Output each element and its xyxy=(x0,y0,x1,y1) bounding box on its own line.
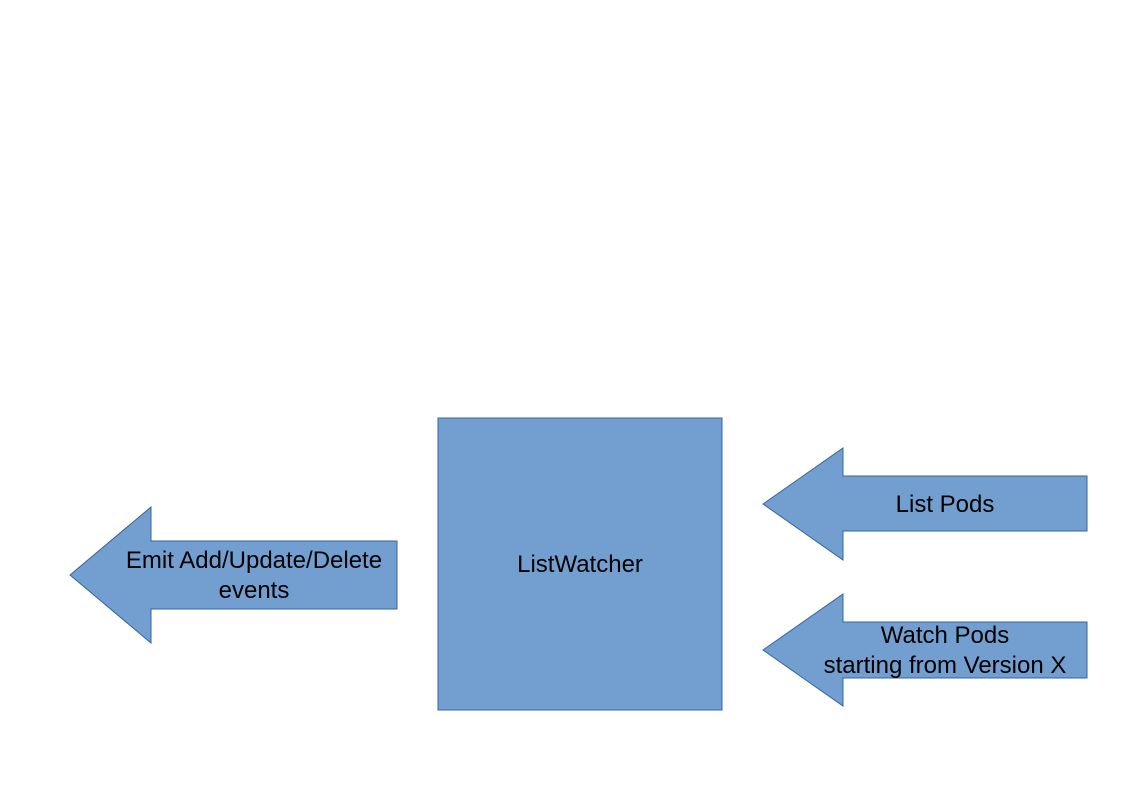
listwatcher-box-shape xyxy=(437,417,723,711)
emit-events-arrow-shape xyxy=(69,505,398,645)
list-pods-label: List Pods xyxy=(896,491,995,518)
watch-pods-arrow-shape xyxy=(762,593,1088,707)
listwatcher-box: ListWatcher xyxy=(437,417,723,711)
watch-pods-label-line1: Watch Pods xyxy=(881,622,1010,649)
watch-pods-arrow: Watch Pods starting from Version X xyxy=(762,593,1088,707)
emit-events-arrow: Emit Add/Update/Delete events xyxy=(69,505,398,645)
list-pods-arrow: List Pods xyxy=(762,447,1088,561)
emit-events-label-line2: events xyxy=(219,577,290,604)
listwatcher-label: ListWatcher xyxy=(517,551,643,578)
list-pods-arrow-shape xyxy=(762,447,1088,561)
watch-pods-label-line2: starting from Version X xyxy=(824,652,1067,679)
emit-events-label-line1: Emit Add/Update/Delete xyxy=(126,547,382,574)
